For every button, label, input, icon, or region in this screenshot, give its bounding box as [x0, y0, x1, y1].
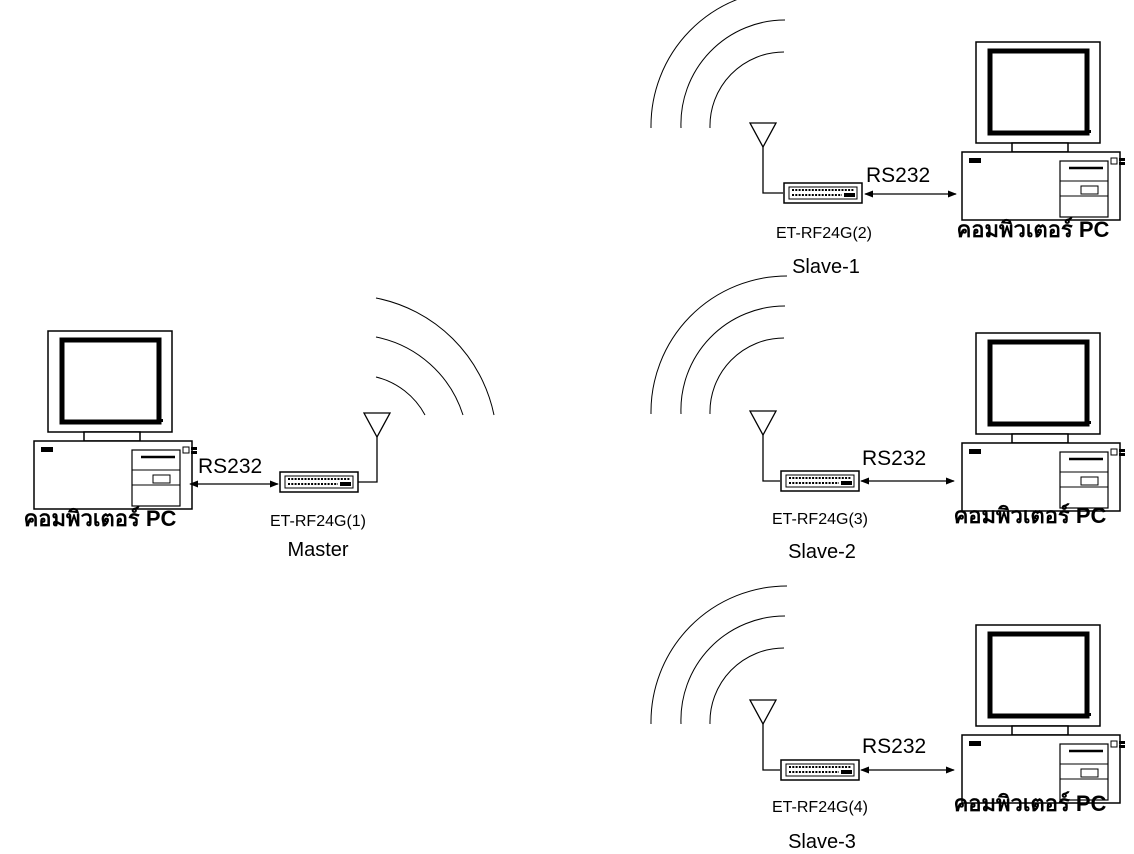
device-label: ET-RF24G(1) [270, 513, 366, 530]
antenna-icon [363, 412, 391, 438]
rf-module-icon [279, 471, 359, 493]
rf-module-icon [783, 182, 863, 204]
computer-icon [34, 331, 197, 509]
role-label: Slave-1 [792, 256, 860, 278]
rs232-label: RS232 [198, 455, 262, 478]
pc-label: คอมพิวเตอร์ PC [954, 791, 1107, 816]
antenna-cable [762, 147, 783, 194]
role-label: Slave-2 [788, 541, 856, 563]
rf-module-icon [780, 470, 860, 492]
antenna-cable [762, 724, 780, 771]
device-label: ET-RF24G(3) [772, 511, 868, 528]
role-label: Slave-3 [788, 831, 856, 853]
master-group: RS232 ET-RF24G(1) Master คอมพิวเตอร์ PC [24, 297, 495, 561]
computer-icon [962, 42, 1125, 220]
slave-3-group: RS232 ET-RF24G(4) Slave-3 คอมพิวเตอร์ PC [650, 585, 1125, 853]
radio-waves-icon [650, 0, 788, 129]
slave-1-group: RS232 ET-RF24G(2) Slave-1 คอมพิวเตอร์ PC [650, 0, 1125, 278]
device-label: ET-RF24G(2) [776, 225, 872, 242]
rs232-label: RS232 [862, 447, 926, 470]
pc-label: คอมพิวเตอร์ PC [957, 217, 1110, 242]
antenna-icon [749, 122, 777, 148]
radio-waves-icon [650, 275, 788, 415]
antenna-cable [762, 435, 780, 482]
computer-icon [962, 333, 1125, 511]
role-label: Master [287, 539, 348, 561]
slave-2-group: RS232 ET-RF24G(3) Slave-2 คอมพิวเตอร์ PC [650, 275, 1125, 563]
computer-icon [962, 625, 1125, 803]
antenna-cable [358, 437, 378, 483]
antenna-icon [749, 410, 777, 436]
rs232-label: RS232 [866, 164, 930, 187]
rs232-label: RS232 [862, 735, 926, 758]
radio-waves-icon [375, 297, 495, 416]
pc-label: คอมพิวเตอร์ PC [954, 503, 1107, 528]
device-label: ET-RF24G(4) [772, 799, 868, 816]
antenna-icon [749, 699, 777, 725]
rf-module-icon [780, 759, 860, 781]
pc-label: คอมพิวเตอร์ PC [24, 506, 177, 531]
